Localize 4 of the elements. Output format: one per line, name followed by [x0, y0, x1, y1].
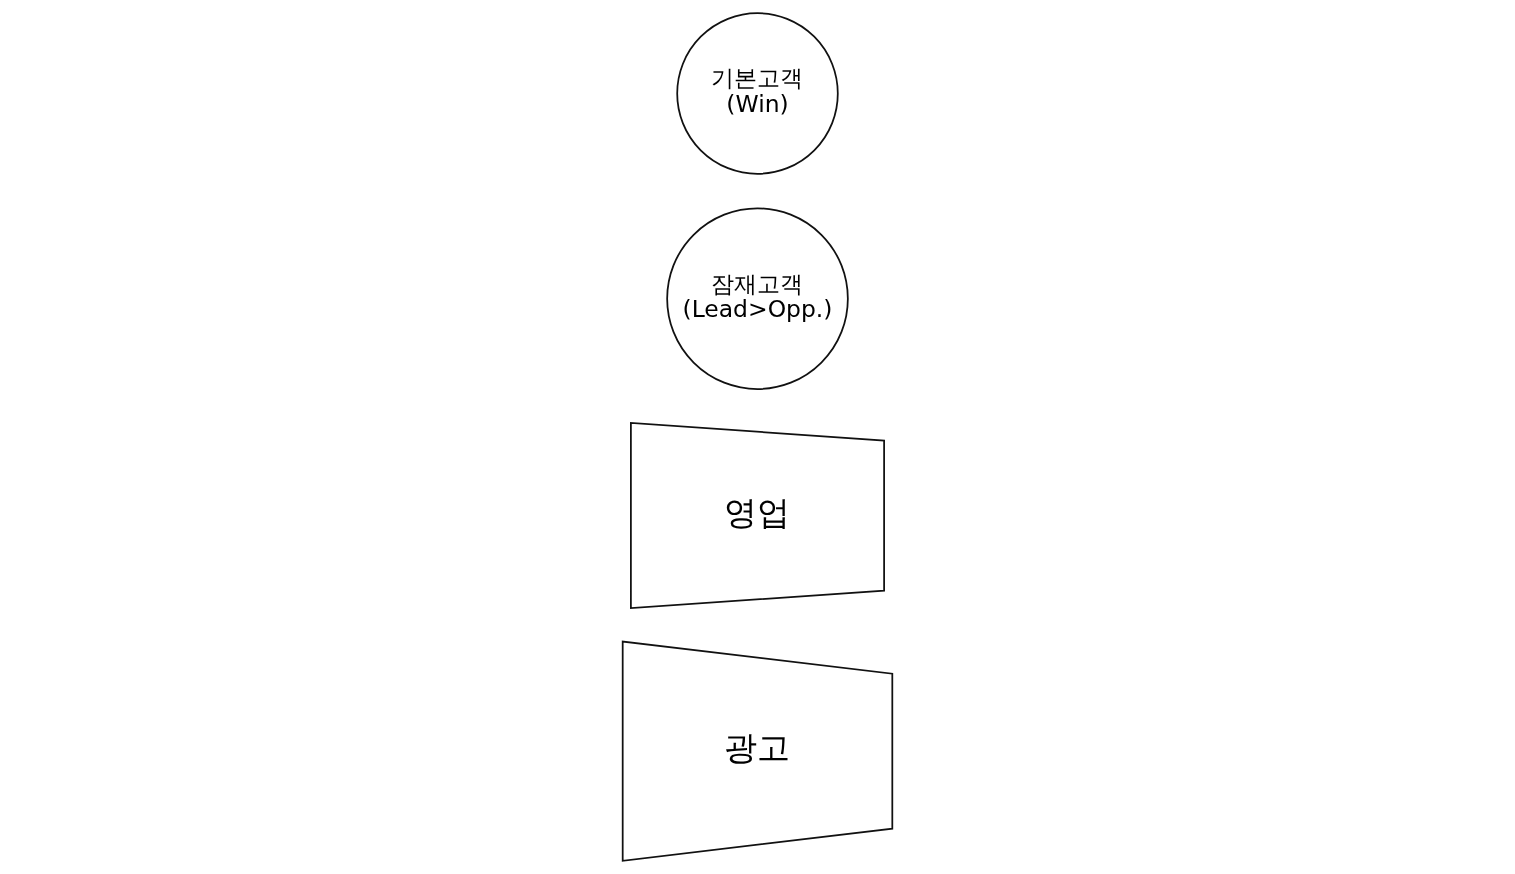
- node-circle: 기본고객 (Win): [676, 12, 839, 175]
- node-circle: 잠재고객 (Lead>Opp.): [666, 207, 849, 390]
- node-box: 광고: [621, 640, 894, 862]
- node-box: 영업: [630, 422, 885, 610]
